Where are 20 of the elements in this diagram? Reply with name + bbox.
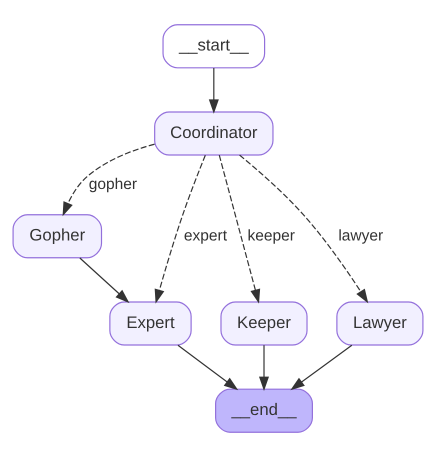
edge-label: expert [184, 226, 228, 244]
arrow [62, 143, 155, 216]
node-box: Keeper [220, 300, 308, 346]
edge-label: lawyer [338, 226, 384, 244]
arrow [79, 257, 130, 303]
node-box: __start__ [162, 24, 266, 68]
node-box: Expert [109, 300, 192, 346]
arrow [178, 344, 238, 390]
arrow [154, 154, 206, 304]
arrow [239, 154, 368, 303]
arrow [290, 344, 352, 390]
arrow [208, 68, 219, 114]
edge-label: keeper [247, 226, 295, 244]
node-box: __end__ [215, 388, 313, 432]
node-box: Gopher [12, 214, 102, 258]
node-box: Lawyer [336, 300, 424, 346]
edge-label: gopher [88, 175, 138, 192]
node-box: Coordinator [154, 110, 274, 156]
arrow [258, 344, 270, 390]
arrow [218, 154, 260, 304]
